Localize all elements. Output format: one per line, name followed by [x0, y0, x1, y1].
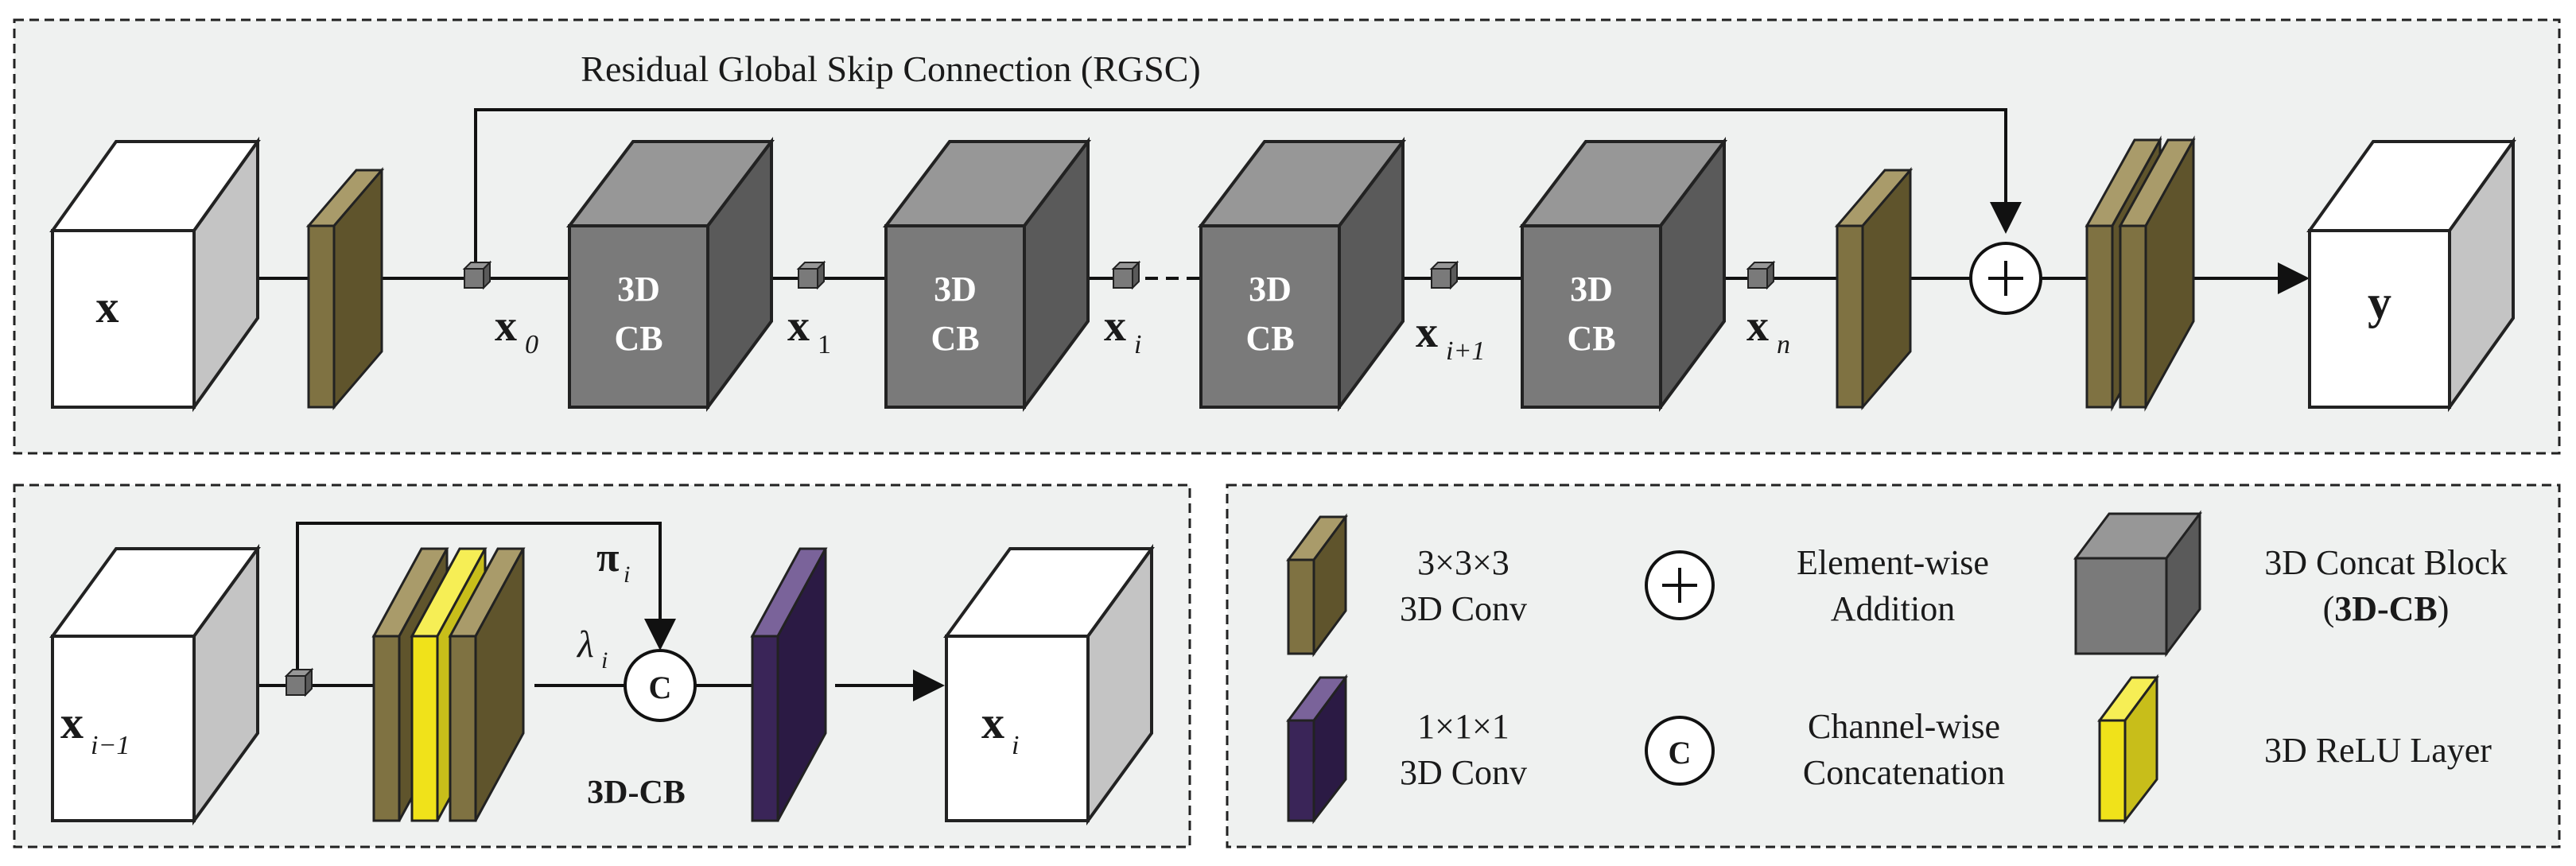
concat-block-1: 3D CB [565, 137, 775, 413]
xn-label: x n [1746, 301, 1790, 359]
svg-text:1: 1 [818, 330, 831, 359]
legend-relu-icon [2097, 674, 2159, 825]
svg-text:i: i [624, 561, 630, 588]
svg-text:3D: 3D [1570, 270, 1613, 309]
input-label: x [96, 281, 119, 332]
svg-text:i: i [1134, 330, 1141, 359]
svg-text:x: x [981, 697, 1004, 748]
output-volume: y [2306, 136, 2516, 413]
x1-label: x 1 [787, 301, 831, 359]
legend-conv3x3x3-line2: 3D Conv [1400, 589, 1527, 628]
svg-text:C: C [1669, 735, 1692, 771]
input-volume: x [49, 136, 261, 413]
legend-concat-block-line1: 3D Concat Block [2264, 543, 2508, 582]
legend-concat-line1: Channel-wise [1808, 707, 2000, 746]
svg-text:x: x [1104, 301, 1126, 351]
svg-text:3D: 3D [934, 270, 977, 309]
svg-text:x: x [1746, 301, 1769, 351]
feature-node-x1 [796, 260, 826, 290]
feature-node-xn [1746, 260, 1776, 290]
svg-text:n: n [1777, 330, 1790, 359]
xi1-label: x i+1 [1416, 308, 1485, 366]
svg-text:x: x [495, 301, 517, 351]
element-wise-addition-node [1969, 242, 2042, 315]
svg-text:CB: CB [1245, 319, 1294, 358]
feature-node-xi [1111, 260, 1141, 290]
svg-text:i: i [601, 647, 608, 674]
svg-text:λ: λ [576, 623, 594, 666]
xi-label: x i [1104, 301, 1141, 359]
svg-text:x: x [1416, 308, 1438, 357]
cb-block-title: 3D-CB [587, 775, 686, 811]
rgsc-skip-line [474, 108, 2022, 280]
pi-label: π i [596, 535, 630, 588]
channel-concat-node: C [624, 649, 697, 722]
svg-text:C: C [649, 670, 672, 705]
conv3x3x3-slab-4 [2118, 135, 2196, 412]
legend-concat-block-line2: (3D-CB) [2323, 589, 2450, 628]
lambda-label: λ i [576, 623, 608, 674]
legend-relu-label: 3D ReLU Layer [2264, 731, 2492, 770]
legend-conv1x1x1-line1: 1×1×1 [1417, 707, 1509, 746]
legend-concat-line2: Concatenation [1803, 753, 2005, 792]
legend-addition-icon [1645, 550, 1715, 620]
legend-conv3x3x3-line1: 3×3×3 [1417, 543, 1509, 582]
svg-text:x: x [60, 697, 84, 748]
legend-conv1x1x1-line2: 3D Conv [1400, 753, 1527, 792]
svg-text:3D: 3D [617, 270, 660, 309]
svg-text:x: x [787, 301, 810, 351]
svg-text:3D: 3D [1249, 270, 1292, 309]
rgsc-title: Residual Global Skip Connection (RGSC) [581, 49, 1200, 89]
svg-text:CB: CB [931, 319, 979, 358]
concat-block-4: 3D CB [1518, 137, 1728, 413]
legend-addition-line2: Addition [1831, 589, 1955, 628]
legend-concat-block-icon [2073, 510, 2202, 658]
legend-addition-line1: Element-wise [1797, 543, 1989, 582]
svg-text:CB: CB [614, 319, 662, 358]
feature-node-x0 [462, 260, 492, 290]
cb-input-volume: x i−1 [49, 543, 261, 826]
cb-conv1x1x1-slab [750, 547, 828, 822]
cb-feature-node [284, 667, 314, 697]
svg-text:π: π [596, 535, 620, 581]
legend-conv3x3x3-icon [1286, 513, 1348, 658]
output-label: y [2368, 276, 2391, 328]
conv3x3x3-slab-1 [305, 166, 385, 411]
svg-text:i−1: i−1 [91, 731, 130, 760]
x0-label: x 0 [495, 301, 538, 359]
conv3x3x3-slab-2 [1834, 166, 1914, 411]
svg-text:i+1: i+1 [1446, 336, 1485, 366]
cb-conv-slab-2 [448, 547, 526, 822]
feature-node-xi1 [1429, 260, 1459, 290]
concat-block-3: 3D CB [1197, 137, 1407, 413]
svg-text:0: 0 [525, 330, 538, 359]
cb-output-volume: x i [943, 543, 1155, 826]
legend-concat-icon: C [1645, 716, 1715, 786]
legend-conv1x1x1-icon [1286, 674, 1348, 825]
concat-block-2: 3D CB [882, 137, 1092, 413]
svg-text:i: i [1012, 731, 1019, 760]
svg-text:CB: CB [1567, 319, 1615, 358]
legend-panel [1226, 483, 2561, 849]
